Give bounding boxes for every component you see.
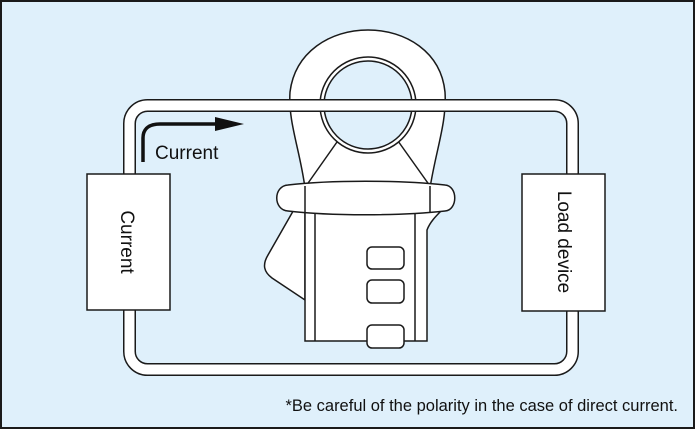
- current-direction-arrow: [141, 117, 244, 162]
- meter-button-2: [366, 279, 405, 304]
- jaw-line-left: [305, 141, 338, 187]
- current-arrow-label: Current: [155, 143, 219, 164]
- jaw-line-right: [397, 140, 431, 187]
- arrow-shaft: [141, 122, 220, 162]
- polarity-footnote: *Be careful of the polarity in the case …: [285, 397, 678, 415]
- load-device-box: [521, 173, 606, 312]
- load-device-label: Load device: [553, 191, 574, 293]
- clamp-guard-band: [276, 180, 456, 216]
- current-source-box: [86, 173, 171, 311]
- clamp-trigger: [263, 205, 306, 302]
- current-source-label: Current: [116, 210, 137, 274]
- arrow-head-icon: [215, 117, 244, 131]
- meter-button-3: [366, 324, 405, 349]
- clamp-meter: [263, 29, 456, 349]
- clamp-body: [304, 199, 444, 342]
- meter-button-1: [366, 246, 405, 270]
